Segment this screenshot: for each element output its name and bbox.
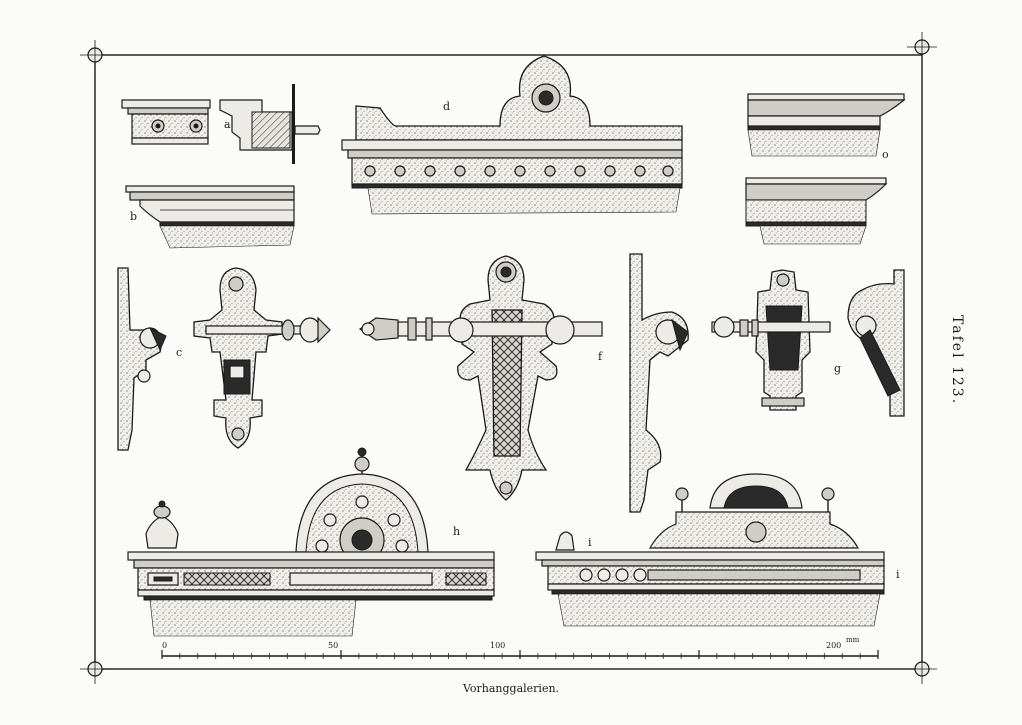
figure-i-bead-row [579, 568, 647, 582]
figure-f-side-profile [629, 253, 689, 513]
label-i-right: i [896, 568, 900, 581]
figure-a-cornice [121, 84, 321, 164]
label-a: a [224, 118, 231, 131]
figure-b-molding [125, 185, 295, 249]
plate-frame [80, 32, 937, 684]
figure-o-moldings [745, 93, 906, 245]
scale-bar [161, 650, 879, 659]
figure-h-gallery [127, 447, 495, 637]
scale-label-100: 100 [490, 641, 506, 650]
label-h: h [453, 525, 460, 538]
label-b: b [130, 210, 137, 223]
figure-i-gallery [535, 473, 885, 627]
plate-number: Tafel 123. [949, 314, 965, 406]
label-d: d [443, 100, 450, 113]
figure-e-bracket [117, 267, 331, 451]
scale-unit: mm [846, 636, 860, 644]
label-o: o [882, 148, 889, 161]
label-i-left: i [588, 536, 592, 549]
scale-label-200: 200 [826, 641, 842, 650]
scale-label-50: 50 [328, 641, 339, 650]
figure-labels: a b c d f g h i i o [130, 100, 900, 581]
label-c: c [176, 346, 182, 359]
label-g: g [834, 362, 841, 375]
figure-f-ornate-bracket [358, 255, 603, 501]
figure-d-rosette-row [364, 165, 674, 177]
label-f: f [598, 350, 603, 363]
plate-caption: Vorhanggalerien. [462, 682, 560, 695]
scale-label-0: 0 [162, 641, 168, 650]
figure-g-bracket [711, 269, 905, 417]
figure-d-gallery-cornice [341, 55, 683, 215]
